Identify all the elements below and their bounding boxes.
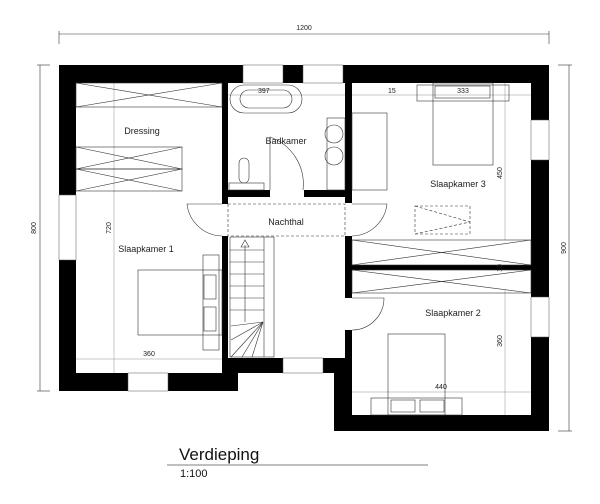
window-bath-2 <box>302 64 344 84</box>
dim-overall-width: 1200 <box>296 25 312 32</box>
doors <box>186 203 388 331</box>
shower <box>351 112 388 191</box>
room-label-nachthal: Nachthal <box>268 217 304 227</box>
room-label-slaapkamer-2: Slaapkamer 2 <box>425 308 481 318</box>
bathroom-fixtures <box>228 84 388 191</box>
dim-bath-width: 397 <box>258 88 270 95</box>
bathtub <box>229 84 303 114</box>
dim-left-height: 800 <box>31 222 38 234</box>
door-swing-bath <box>269 136 304 191</box>
bed-sk2 <box>387 333 446 416</box>
window-sk3 <box>530 119 550 161</box>
dim-sk3-depth: 450 <box>497 167 504 179</box>
dim-sk1-width: 360 <box>143 351 155 358</box>
window-nachthal <box>282 357 324 374</box>
plan-title: Verdieping <box>179 445 259 464</box>
sink <box>324 124 344 144</box>
toilet <box>238 157 250 184</box>
room-label-slaapkamer-3: Slaapkamer 3 <box>430 179 486 189</box>
furniture <box>137 82 510 416</box>
staircase <box>229 236 275 358</box>
dim-wall-10: 10 <box>497 264 504 272</box>
window-sk1-side <box>58 194 77 261</box>
wardrobes <box>75 82 532 294</box>
dim-sk3-width: 333 <box>457 88 469 95</box>
room-label-dressing: Dressing <box>124 126 160 136</box>
window-sk2 <box>530 296 550 338</box>
interior-dimension-lines <box>76 83 531 415</box>
bed-sk3 <box>432 82 494 166</box>
windows <box>58 64 550 392</box>
room-label-badkamer: Badkamer <box>265 136 306 146</box>
window-bath-1 <box>242 64 284 84</box>
plan-scale: 1:100 <box>180 468 208 480</box>
dim-sk1-depth: 720 <box>106 222 113 234</box>
sink <box>324 146 344 166</box>
dim-sk2-width: 440 <box>435 384 447 391</box>
bed-sk1 <box>137 269 223 336</box>
room-label-slaapkamer-1: Slaapkamer 1 <box>118 244 174 254</box>
dim-right-height: 900 <box>561 242 568 254</box>
dim-sk2-depth: 360 <box>497 335 504 347</box>
window-sk1-bottom <box>127 372 169 392</box>
dim-wall-15: 15 <box>388 88 396 95</box>
dimension-lines <box>37 31 572 432</box>
